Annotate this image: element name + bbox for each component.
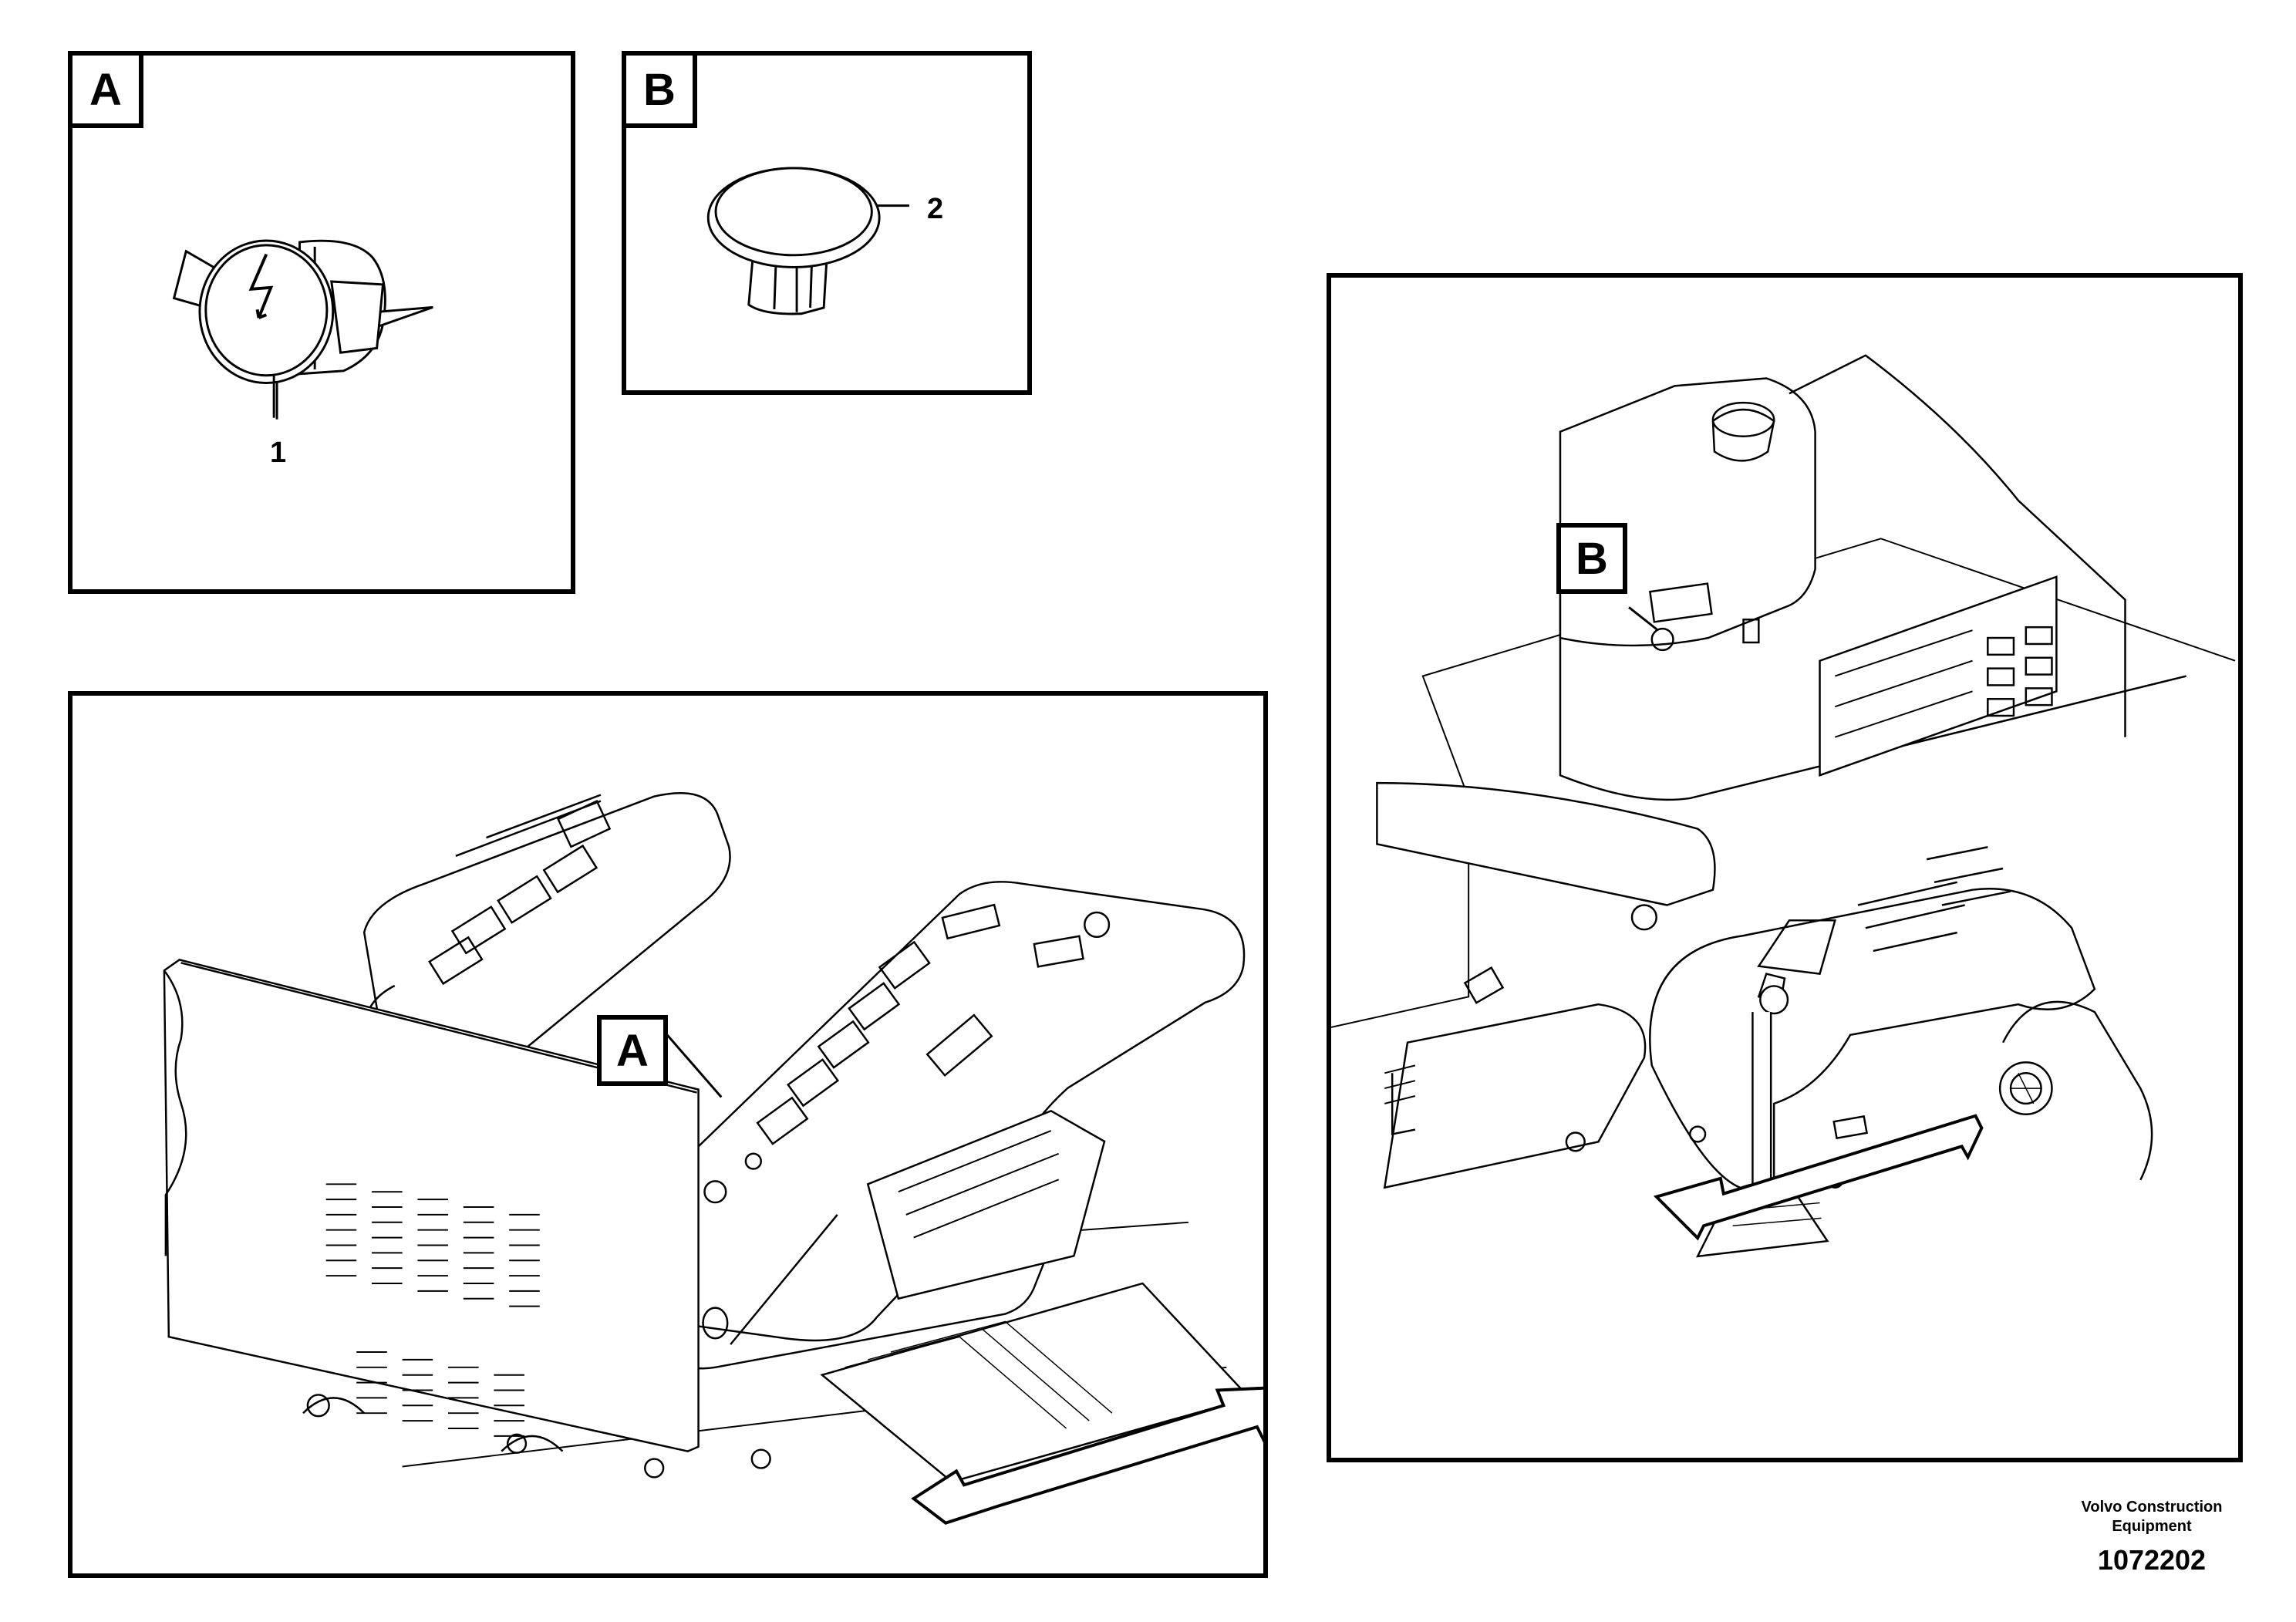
- right-console-view: B: [1327, 273, 2243, 1462]
- part-number-2: 2: [927, 193, 944, 225]
- direction-arrow-icon: [1653, 1114, 1984, 1241]
- detail-b-panel: B 2: [622, 51, 1032, 395]
- manufacturer-line-1: Volvo Construction: [2081, 1499, 2223, 1516]
- left-view-callout-a: A: [597, 1015, 668, 1086]
- blanking-plug-icon: [706, 167, 881, 315]
- detail-a-label: A: [72, 56, 143, 128]
- left-console-view: A: [68, 691, 1268, 1578]
- detail-a-panel: A 1: [68, 51, 575, 594]
- manufacturer-line-2: Equipment: [2112, 1518, 2192, 1535]
- left-console-drawing: [163, 792, 1263, 1525]
- direction-arrow-icon: [911, 1386, 1263, 1525]
- drawing-number: 1072202: [2097, 1544, 2207, 1576]
- part-number-1: 1: [270, 437, 287, 469]
- power-socket-drawing: [172, 239, 433, 420]
- right-view-callout-b: B: [1556, 523, 1627, 594]
- power-socket-icon: [172, 239, 433, 385]
- right-console-drawing: [1331, 354, 2236, 1258]
- detail-b-label: B: [626, 56, 697, 128]
- drawing-footer: Volvo Construction Equipment 1072202: [2021, 1498, 2283, 1576]
- manufacturer-name: Volvo Construction Equipment: [2021, 1498, 2283, 1536]
- lightning-bolt-icon: [248, 253, 274, 319]
- blanking-plug-drawing: [706, 167, 910, 315]
